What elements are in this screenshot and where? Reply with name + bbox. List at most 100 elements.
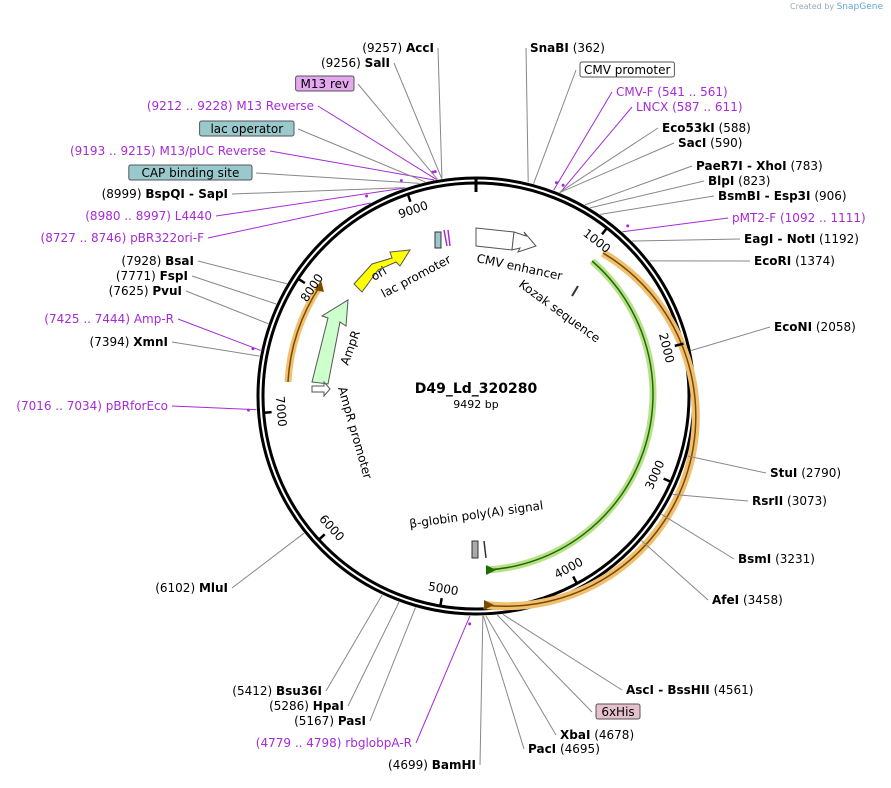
enzyme-label-xmni[interactable]: (7394) XmnI (90, 335, 168, 349)
enzyme-name: XbaI (560, 728, 590, 742)
enzyme-label-snabi[interactable]: SnaBI (362) (530, 41, 605, 55)
enzyme-name: BamHI (432, 758, 476, 772)
primer-name: pBRforEco (106, 399, 168, 413)
enzyme-name: BsmI (738, 552, 771, 566)
leader-line-28 (231, 532, 305, 589)
orf-outer-line (483, 252, 697, 608)
enzyme-name: PaeR7I (696, 159, 743, 173)
leader-line-30 (171, 341, 260, 357)
enzyme-label-acci[interactable]: (9257) AccI (362, 41, 434, 55)
tick-label-5000: 5000 (427, 579, 459, 598)
enzyme-label-fspi[interactable]: (7771) FspI (116, 269, 188, 283)
orf-inner-arrowhead (486, 565, 496, 575)
enzyme-position: (3073) (783, 494, 827, 508)
tick-mark-4000 (572, 575, 579, 586)
tick-mark-6000 (317, 533, 326, 542)
enzyme-position: (9256) (321, 56, 365, 70)
primer-label-41[interactable]: (9212 .. 9228) M13 Reverse (147, 99, 314, 113)
label-ampr: AmpR (338, 329, 363, 367)
enzyme-label-bsu36i[interactable]: (5412) Bsu36I (232, 684, 322, 698)
primer-name: pMT2-F (732, 211, 776, 225)
feature-box-label: M13 rev (301, 77, 350, 91)
enzyme-label-sali[interactable]: (9256) SalI (321, 56, 390, 70)
enzyme-label-mlui[interactable]: (6102) MluI (155, 581, 228, 595)
leader-line-17 (661, 513, 735, 560)
leader-line-0 (437, 47, 443, 179)
enzyme-label-paci[interactable]: PacI (4695) (528, 742, 600, 756)
orf-inner-arc (485, 258, 657, 574)
enzyme-label-ecori[interactable]: EcoRI (1374) (754, 254, 835, 268)
primer-label-24[interactable]: (4779 .. 4798) rbglobpA-R (256, 736, 412, 750)
label-cmv-enhancer: CMV enhancer (475, 251, 563, 283)
enzyme-label-bamhi[interactable]: (4699) BamHI (388, 758, 476, 772)
enzyme-label-paer7i[interactable]: PaeR7I - XhoI (783) (696, 159, 823, 173)
enzyme-label-rsrii[interactable]: RsrII (3073) (752, 494, 827, 508)
feature-box-3[interactable] (579, 61, 675, 78)
tick-mark-7000 (262, 410, 272, 415)
enzyme-label-bsmbi[interactable]: BsmBI - Esp3I (906) (718, 189, 847, 203)
leader-line-32 (185, 290, 269, 325)
enzyme-name: EcoRI (754, 254, 791, 268)
feature-box-40[interactable] (199, 120, 295, 137)
primer-label-36[interactable]: (8980 .. 8997) L4440 (85, 209, 212, 223)
tick-mark-5000 (438, 597, 443, 608)
enzyme-name: PacI (528, 742, 556, 756)
primer-range: (8727 .. 8746) (41, 231, 131, 245)
primer-site-marker (468, 622, 472, 626)
primer-range: (7425 .. 7444) (44, 312, 134, 326)
enzyme-position: (590) (706, 136, 742, 150)
enzyme-position: (2058) (812, 320, 856, 334)
enzyme-name: SnaBI (530, 41, 569, 55)
leader-line-39 (269, 150, 435, 181)
primer-label-29[interactable]: (7016 .. 7034) pBRforEco (16, 399, 168, 413)
leader-line-9 (589, 180, 705, 209)
primer-label-5[interactable]: LNCX (587 .. 611) (636, 100, 743, 114)
primer-name: rbglobpA-R (345, 736, 412, 750)
enzyme-name: RsrII (752, 494, 783, 508)
primer-label-4[interactable]: CMV-F (541 .. 561) (616, 85, 728, 99)
cmv-promoter-arrow (511, 231, 537, 253)
enzyme-label-saci[interactable]: SacI (590) (678, 136, 742, 150)
enzyme-label-hpai[interactable]: (5286) HpaI (269, 699, 344, 713)
enzyme-separator: - (654, 683, 667, 697)
feature-box-42[interactable] (295, 75, 355, 92)
primer-label-39[interactable]: (9193 .. 9215) M13/pUC Reverse (70, 144, 266, 158)
enzyme-position: (4699) (388, 758, 432, 772)
enzyme-label-pvui[interactable]: (7625) PvuI (109, 284, 182, 298)
leader-line-41 (317, 105, 437, 180)
enzyme-label-blpi[interactable]: BlpI (823) (708, 174, 770, 188)
enzyme-label-bspqi[interactable]: (8999) BspQI - SapI (102, 187, 228, 201)
primer-label-31[interactable]: (7425 .. 7444) Amp-R (44, 312, 174, 326)
feature-box-label: CAP binding site (141, 166, 239, 180)
leader-line-24 (415, 615, 471, 744)
tick-label-7000: 7000 (273, 396, 289, 428)
enzyme-label-econi[interactable]: EcoNI (2058) (774, 320, 856, 334)
enzyme-label-afei[interactable]: AfeI (3458) (712, 593, 783, 607)
leader-line-11 (622, 217, 729, 233)
primer-range: (7016 .. 7034) (16, 399, 106, 413)
primer-label-35[interactable]: (8727 .. 8746) pBR322ori-F (41, 231, 205, 245)
enzyme-position: (8999) (102, 187, 146, 201)
enzyme-label-stui[interactable]: StuI (2790) (770, 466, 841, 480)
leader-line-27 (325, 594, 383, 692)
plasmid-name: D49_Ld_320280 (415, 381, 538, 397)
enzyme-position: (3458) (739, 593, 783, 607)
feature-box-38[interactable] (128, 164, 253, 181)
enzyme-label-pasi[interactable]: (5167) PasI (294, 714, 366, 728)
enzyme-label-eco53ki[interactable]: Eco53kI (588) (662, 121, 751, 135)
enzyme-label-xbai[interactable]: XbaI (4678) (560, 728, 634, 742)
enzyme-label-eagi[interactable]: EagI - NotI (1192) (744, 232, 859, 246)
leader-line-26 (347, 601, 400, 707)
credit-prefix: Created by (790, 2, 835, 11)
feature-box-20[interactable] (595, 703, 641, 720)
orf-outer-arc (483, 249, 700, 611)
enzyme-label-asci[interactable]: AscI - BssHII (4561) (626, 683, 753, 697)
enzyme-label-bsmi[interactable]: BsmI (3231) (738, 552, 815, 566)
enzyme-separator: - (185, 187, 198, 201)
enzyme-position: (7394) (90, 335, 134, 349)
enzyme-separator: - (743, 159, 756, 173)
tick-label-3000: 3000 (642, 458, 667, 492)
tick-mark-9000 (406, 192, 412, 203)
enzyme-label-bsai[interactable]: (7928) BsaI (121, 254, 194, 268)
primer-label-11[interactable]: pMT2-F (1092 .. 1111) (732, 211, 866, 225)
